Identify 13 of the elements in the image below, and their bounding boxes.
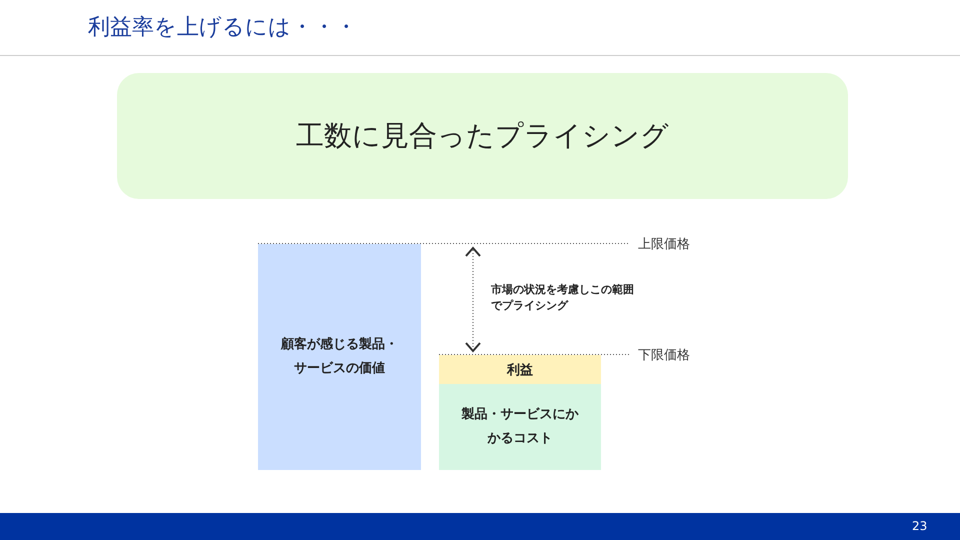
price-limit-label: 上限価格 [638, 236, 690, 253]
heading-banner [117, 73, 848, 199]
value-bar [258, 244, 421, 470]
node-text: 顧客が感じる製品・サービスの価値 [280, 336, 399, 378]
profit-bar [439, 355, 601, 384]
cost-bar [439, 384, 601, 470]
node-text: 利益 [507, 362, 533, 378]
price-limit-label: 下限価格 [638, 347, 690, 364]
node-text: 工数に見合ったプライシング [296, 118, 669, 154]
annotation-text: 市場の状況を考慮しこの範囲でプライシング [491, 282, 635, 314]
slide-title: 利益率を上げるには・・・ [88, 14, 357, 42]
node-text: 製品・サービスにかかるコスト [461, 406, 579, 448]
page-number: 23 [912, 519, 928, 533]
